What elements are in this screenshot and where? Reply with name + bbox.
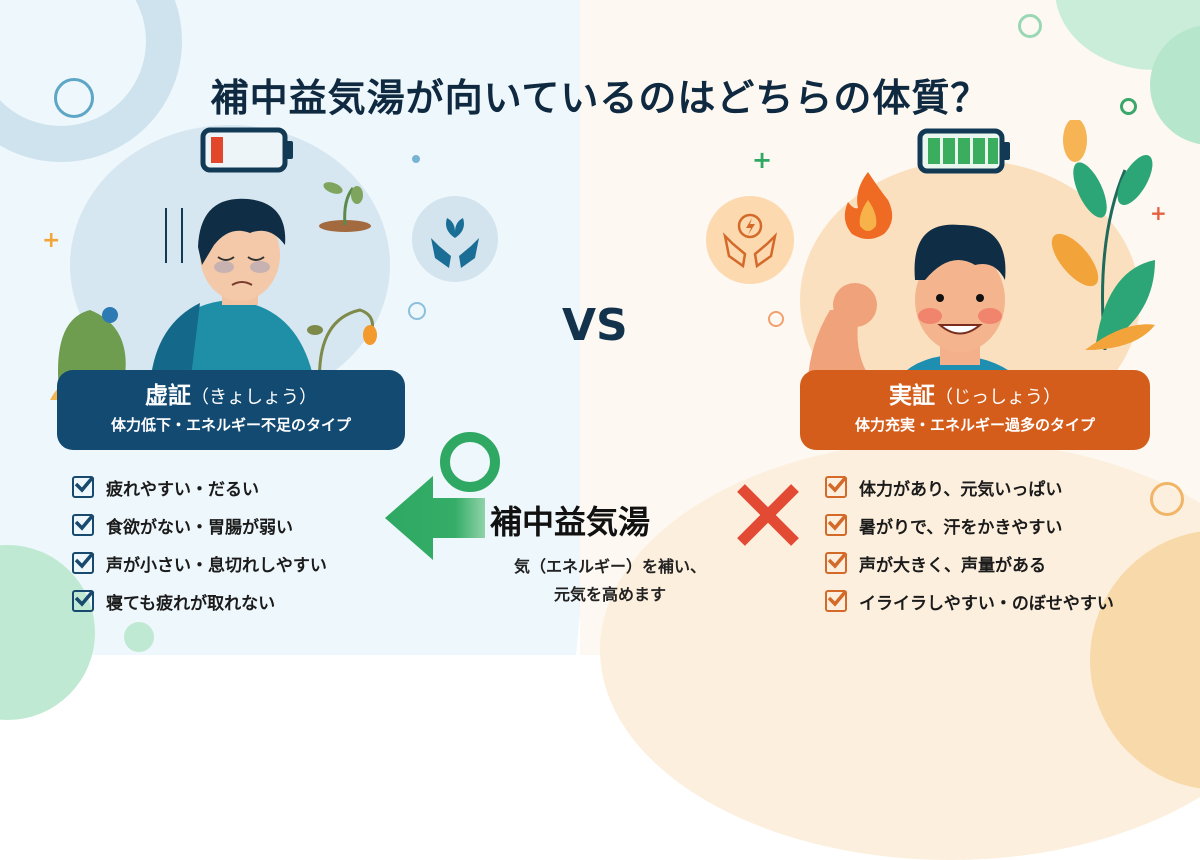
- right-check-item: 声が大きく、声量がある: [825, 544, 1114, 582]
- fire-icon: [844, 172, 893, 239]
- deco-blue-ring-small: [408, 302, 426, 320]
- right-check-item: 体力があり、元気いっぱい: [825, 468, 1114, 506]
- deco-small-ring: [54, 78, 94, 118]
- page-title: 補中益気湯が向いているのはどちらの体質？: [210, 76, 990, 121]
- herb-description-line2: 元気を高めます: [553, 585, 666, 604]
- left-check-item: 疲れやすい・だるい: [72, 468, 327, 506]
- right-leaves: [1051, 120, 1155, 350]
- hands-sprout-icon: [431, 218, 479, 268]
- left-badge-title: 虚証: [145, 383, 191, 409]
- herb-description-line1: 気（エネルギー）を補い、: [513, 557, 706, 576]
- green-plus-right: +: [752, 146, 773, 174]
- circle-good-icon: [440, 432, 500, 492]
- left-check-item: 声が小さい・息切れしやすい: [72, 544, 327, 582]
- herb-description: 気（エネルギー）を補い、 元気を高めます: [455, 553, 765, 609]
- deco-green-dot-ring: [1120, 98, 1137, 115]
- low-battery-icon: [200, 127, 293, 173]
- left-badge-reading: （きょしょう）: [191, 387, 317, 408]
- herb-name: 補中益気湯: [490, 503, 651, 541]
- right-check-item: イライラしやすい・のぼせやすい: [825, 582, 1114, 620]
- left-arrow-icon: [385, 476, 485, 560]
- tired-person-icon: [150, 198, 315, 385]
- right-illustration: [800, 120, 1155, 440]
- right-badge-main: 実証（じっしょう）: [800, 376, 1150, 410]
- energy-bubble: [706, 196, 794, 284]
- left-badge-main: 虚証（きょしょう）: [57, 376, 405, 410]
- checkbox-icon: [72, 589, 95, 612]
- right-badge-reading: （じっしょう）: [935, 387, 1061, 408]
- left-check-item: 寝ても疲れが取れない: [72, 582, 327, 620]
- nurture-bubble: [412, 196, 498, 282]
- hands-energy-icon: [722, 213, 778, 269]
- wilted-flower-icon: [307, 308, 377, 390]
- checkbox-icon: [72, 551, 95, 574]
- left-check-item: 食欲がない・胃腸が弱い: [72, 506, 327, 544]
- cross-bad-icon: [737, 484, 799, 546]
- checkbox-icon: [825, 513, 848, 536]
- checkbox-icon: [72, 475, 95, 498]
- checkbox-icon: [825, 589, 848, 612]
- checkbox-icon: [825, 475, 848, 498]
- left-checklist: 疲れやすい・だるい 食欲がない・胃腸が弱い 声が小さい・息切れしやすい 寝ても疲…: [72, 468, 327, 620]
- checkbox-icon: [825, 551, 848, 574]
- right-badge-title: 実証: [889, 383, 935, 409]
- right-badge-sub: 体力充実・エネルギー過多のタイプ: [854, 416, 1095, 434]
- right-checklist: 体力があり、元気いっぱい 暑がりで、汗をかきやすい 声が大きく、声量がある イラ…: [825, 468, 1114, 620]
- deco-green-dot-bottom: [124, 622, 154, 652]
- right-check-item: 暑がりで、汗をかきやすい: [825, 506, 1114, 544]
- right-type-badge: 実証（じっしょう） 体力充実・エネルギー過多のタイプ: [800, 370, 1150, 450]
- left-badge-sub: 体力低下・エネルギー不足のタイプ: [110, 416, 351, 434]
- left-illustration: [50, 115, 390, 405]
- wilted-sprout-icon: [319, 182, 371, 232]
- deco-blue-dot: [412, 155, 420, 163]
- full-battery-icon: [917, 128, 1010, 174]
- deco-green-ring: [1018, 14, 1042, 38]
- orange-plus-left: +: [42, 228, 61, 253]
- checkbox-icon: [72, 513, 95, 536]
- fatigue-lines: [165, 208, 183, 263]
- red-plus-right: +: [1150, 201, 1167, 225]
- deco-orange-ring-small: [768, 311, 784, 327]
- vs-label: VS: [562, 300, 628, 351]
- left-type-badge: 虚証（きょしょう） 体力低下・エネルギー不足のタイプ: [57, 370, 405, 450]
- deco-orange-ring: [1150, 482, 1184, 516]
